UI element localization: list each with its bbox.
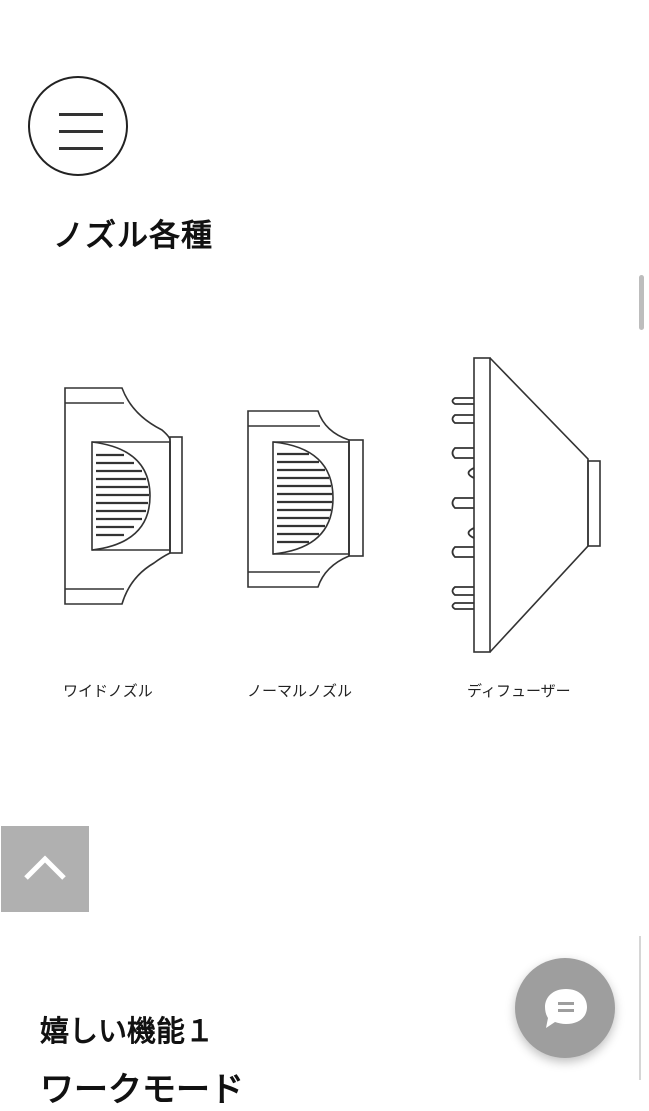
hamburger-bar <box>59 130 103 133</box>
chat-bubble-icon <box>545 989 587 1028</box>
hamburger-bar <box>59 147 103 150</box>
diffuser-illustration <box>445 355 605 655</box>
hamburger-menu-icon <box>59 113 103 116</box>
menu-button[interactable] <box>28 76 128 176</box>
scrollbar-thumb[interactable] <box>639 275 644 330</box>
scroll-track <box>639 936 641 1080</box>
nozzle-caption-normal: ノーマルノズル <box>247 682 353 700</box>
nozzle-caption-wide: ワイドノズル <box>63 682 153 700</box>
chat-button[interactable] <box>515 958 615 1058</box>
back-to-top-button[interactable] <box>1 826 89 912</box>
normal-nozzle-illustration <box>245 408 370 590</box>
section-title: ノズル各種 <box>53 218 213 254</box>
wide-nozzle-illustration <box>62 385 187 607</box>
chevron-up-icon <box>24 855 66 880</box>
feature-title: 嬉しい機能１ <box>40 1014 215 1048</box>
nozzle-caption-diffuser: ディフューザー <box>467 682 571 700</box>
feature-subtitle: ワークモード <box>40 1070 244 1110</box>
